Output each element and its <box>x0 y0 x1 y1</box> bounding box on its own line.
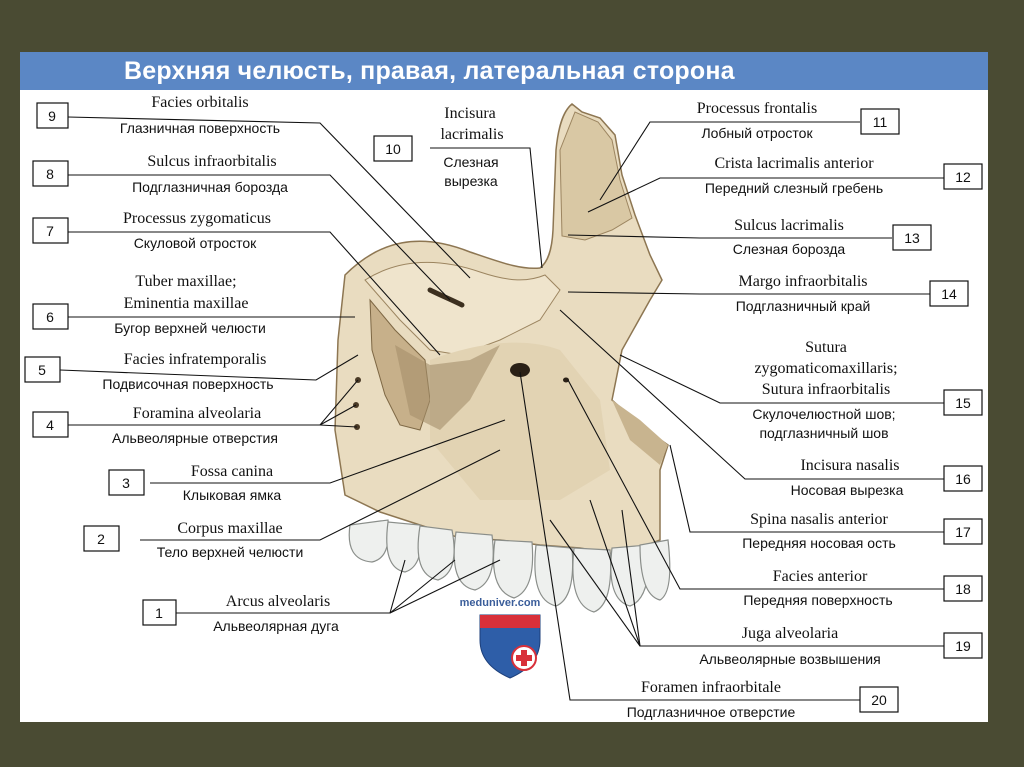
label-1-latin: Arcus alveolaris <box>226 593 330 610</box>
number-4: 4 <box>46 417 54 433</box>
number-3: 3 <box>122 475 130 491</box>
label-6-latin: Tuber maxillae; <box>135 273 236 290</box>
number-17: 17 <box>955 524 971 540</box>
label-20-russian: Подглазничное отверстие <box>627 704 796 720</box>
label-15-russian: Скулочелюстной шов; <box>752 406 895 422</box>
number-20: 20 <box>871 692 887 708</box>
label-6-latin2: Eminentia maxillae <box>124 295 249 312</box>
number-1: 1 <box>155 605 163 621</box>
label-13-latin: Sulcus lacrimalis <box>734 217 844 234</box>
maxilla-illustration <box>335 104 670 612</box>
number-13: 13 <box>904 230 920 246</box>
label-12-latin: Crista lacrimalis anterior <box>714 155 874 172</box>
label-2-latin: Corpus maxillae <box>177 520 282 537</box>
label-4-latin: Foramina alveolaria <box>133 405 261 422</box>
label-18-latin: Facies anterior <box>773 568 868 585</box>
number-19: 19 <box>955 638 971 654</box>
label-20-latin: Foramen infraorbitale <box>641 679 781 696</box>
label-11-latin: Processus frontalis <box>697 100 817 117</box>
label-7-latin: Processus zygomaticus <box>123 210 271 227</box>
number-14: 14 <box>941 286 957 302</box>
label-10-latin2: lacrimalis <box>440 126 503 143</box>
label-15-latin3: Sutura infraorbitalis <box>762 381 890 398</box>
number-5: 5 <box>38 362 46 378</box>
label-10-russian2: вырезка <box>444 173 498 189</box>
label-13-russian: Слезная борозда <box>733 241 846 257</box>
label-5-russian: Подвисочная поверхность <box>102 376 273 392</box>
label-14-latin: Margo infraorbitalis <box>738 273 867 290</box>
label-19-latin: Juga alveolaria <box>742 625 838 642</box>
label-17-latin: Spina nasalis anterior <box>750 511 888 528</box>
label-7-russian: Скуловой отросток <box>134 235 257 251</box>
number-15: 15 <box>955 395 971 411</box>
label-8-latin: Sulcus infraorbitalis <box>147 153 276 170</box>
number-9: 9 <box>48 108 56 124</box>
number-2: 2 <box>97 531 105 547</box>
label-3-russian: Клыковая ямка <box>183 487 282 503</box>
watermark-text: meduniver.com <box>460 597 541 609</box>
label-3-latin: Fossa canina <box>191 463 273 480</box>
label-10-latin: Incisura <box>444 105 496 122</box>
label-15-latin: Sutura <box>805 339 847 356</box>
label-9-russian: Глазничная поверхность <box>120 120 280 136</box>
number-16: 16 <box>955 471 971 487</box>
label-1-russian: Альвеолярная дуга <box>213 618 339 634</box>
label-2-russian: Тело верхней челюсти <box>157 544 304 560</box>
number-12: 12 <box>955 169 971 185</box>
label-4-russian: Альвеолярные отверстия <box>112 430 278 446</box>
meduniver-logo: meduniver.com <box>460 597 541 678</box>
number-10: 10 <box>385 141 401 157</box>
label-14-russian: Подглазничный край <box>736 298 871 314</box>
label-15-latin2: zygomaticomaxillaris; <box>754 360 897 377</box>
number-18: 18 <box>955 581 971 597</box>
label-19-russian: Альвеолярные возвышения <box>699 651 880 667</box>
label-8-russian: Подглазничная борозда <box>132 179 288 195</box>
label-15-russian2: подглазничный шов <box>759 425 888 441</box>
label-10-russian: Слезная <box>443 154 498 170</box>
label-5-latin: Facies infratemporalis <box>124 351 267 368</box>
label-16-latin: Incisura nasalis <box>800 457 899 474</box>
number-8: 8 <box>46 166 54 182</box>
label-18-russian: Передняя поверхность <box>743 592 892 608</box>
label-17-russian: Передняя носовая ость <box>742 535 896 551</box>
label-9-latin: Facies orbitalis <box>151 94 248 111</box>
label-11-russian: Лобный отросток <box>701 125 813 141</box>
number-6: 6 <box>46 309 54 325</box>
label-16-russian: Носовая вырезка <box>791 482 904 498</box>
number-11: 11 <box>873 114 888 130</box>
label-12-russian: Передний слезный гребень <box>705 180 883 196</box>
label-texts-right: Processus frontalis Лобный отросток Cris… <box>627 100 904 720</box>
number-7: 7 <box>46 223 54 239</box>
shield-red-band <box>480 615 540 628</box>
label-6-russian: Бугор верхней челюсти <box>114 320 266 336</box>
